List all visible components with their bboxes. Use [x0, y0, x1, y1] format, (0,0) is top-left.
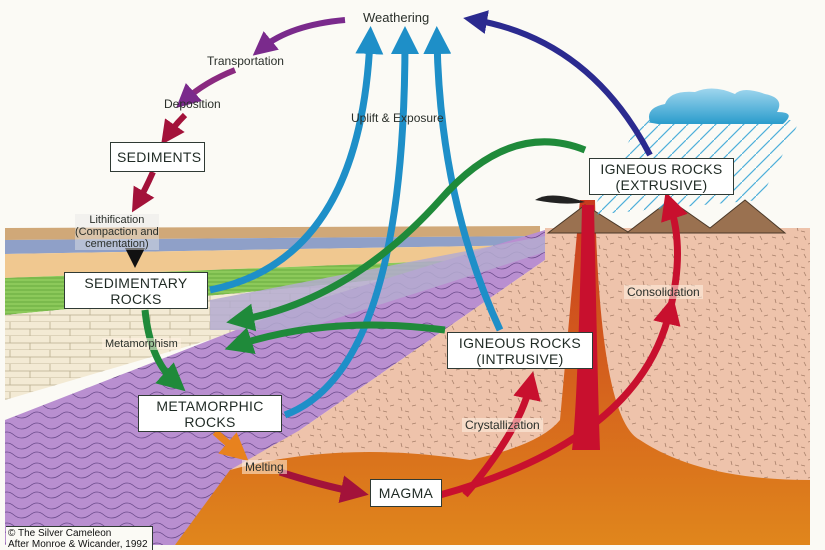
lithification-label: Lithification (Compaction and cementatio… — [75, 214, 159, 250]
uplift-arrow-3 — [423, 26, 504, 332]
lithification-line-2: (Compaction and — [75, 226, 159, 238]
extrusive-label-2: (EXTRUSIVE) — [615, 177, 708, 193]
volcano-conduit — [572, 205, 600, 450]
extrusive-to-metamorphic-arrow — [226, 138, 587, 332]
uplift-arrow-2 — [283, 26, 419, 419]
consolidation-label: Consolidation — [624, 285, 703, 299]
melting-label: Melting — [242, 460, 287, 474]
melting-arrow — [212, 429, 249, 462]
volcano-smoke — [535, 195, 585, 204]
magma-label: MAGMA — [378, 485, 434, 501]
lithification-line-1: Lithification — [89, 214, 145, 226]
sedimentary-label-2: ROCKS — [110, 291, 162, 307]
sediments-label: SEDIMENTS — [117, 149, 202, 165]
uplift-exposure-label: Uplift & Exposure — [351, 111, 444, 125]
deposition-label: Deposition — [164, 97, 221, 111]
melting-to-magma-arrow — [278, 468, 369, 503]
igneous-intrusive-box: IGNEOUS ROCKS (INTRUSIVE) — [447, 332, 593, 369]
deposition-arrow — [161, 112, 188, 145]
weathering-arrow — [252, 17, 346, 56]
transportation-arrow — [176, 67, 237, 109]
intrusive-label-1: IGNEOUS ROCKS — [458, 335, 582, 351]
sedimentary-rocks-box: SEDIMENTARY ROCKS — [64, 272, 208, 309]
metamorphism-label: Metamorphism — [102, 338, 181, 350]
igneous-extrusive-box: IGNEOUS ROCKS (EXTRUSIVE) — [589, 158, 734, 195]
uplift-arrow-1 — [209, 26, 384, 294]
sediment-to-lithification-arrow — [131, 170, 156, 213]
extrusive-label-1: IGNEOUS ROCKS — [600, 161, 723, 177]
credit: © The Silver Cameleon After Monroe & Wic… — [6, 526, 153, 550]
metamorphic-label-1: METAMORPHIC — [156, 398, 264, 414]
magma-chamber — [175, 200, 810, 545]
metamorphic-rocks-box: METAMORPHIC ROCKS — [138, 395, 282, 432]
lithification-line-3: cementation) — [85, 238, 149, 250]
extrusive-to-weathering-arrow — [463, 10, 653, 157]
magma-box: MAGMA — [370, 479, 442, 507]
crystallization-label: Crystallization — [462, 418, 543, 432]
credit-line-2: After Monroe & Wicander, 1992 — [8, 539, 148, 550]
metamorphic-zone — [5, 230, 545, 545]
metamorphic-label-2: ROCKS — [184, 414, 236, 430]
intrusive-label-2: (INTRUSIVE) — [476, 351, 564, 367]
credit-line-1: © The Silver Cameleon — [8, 528, 112, 539]
sediments-box: SEDIMENTS — [110, 142, 205, 172]
transportation-label: Transportation — [207, 54, 284, 68]
sedimentary-to-metamorphic-arrow — [141, 309, 186, 392]
sedimentary-label-1: SEDIMENTARY — [84, 275, 188, 291]
intrusive-to-metamorphic-arrow — [224, 321, 446, 354]
weathering-label: Weathering — [363, 10, 430, 25]
cloud-icon — [648, 88, 789, 124]
